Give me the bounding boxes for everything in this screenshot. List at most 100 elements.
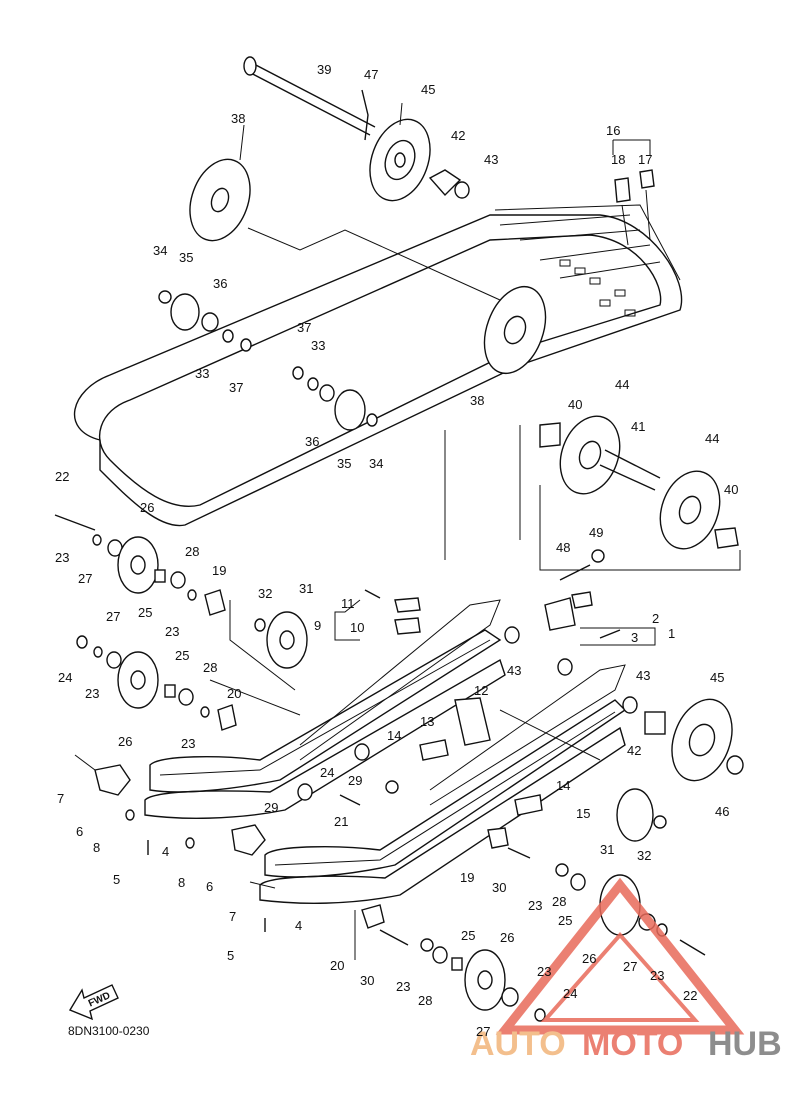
callout: 16	[606, 123, 620, 138]
callout: 25	[175, 648, 189, 663]
callout: 37	[229, 380, 243, 395]
callout: 22	[683, 988, 697, 1003]
callout: 26	[582, 951, 596, 966]
callout: 30	[360, 973, 374, 988]
callout: 14	[387, 728, 401, 743]
callout: 27	[106, 609, 120, 624]
callout: 26	[118, 734, 132, 749]
callout: 19	[460, 870, 474, 885]
callout: 27	[623, 959, 637, 974]
watermark-auto: AUTO	[470, 1025, 566, 1063]
callout: 11	[341, 596, 355, 611]
callout: 14	[556, 778, 570, 793]
callout: 17	[638, 152, 652, 167]
callout: 24	[58, 670, 72, 685]
callout: 33	[311, 338, 325, 353]
callout: 21	[334, 814, 348, 829]
lower-parts	[74, 549, 744, 1022]
callout: 43	[636, 668, 650, 683]
callout: 7	[57, 791, 64, 806]
callout: 48	[556, 540, 570, 555]
callout: 6	[206, 879, 213, 894]
callout: 19	[212, 563, 226, 578]
callout: 44	[705, 431, 719, 446]
callout: 34	[369, 456, 383, 471]
callout: 12	[474, 683, 488, 698]
callout: 23	[396, 979, 410, 994]
callout: 6	[76, 824, 83, 839]
track-belt	[73, 204, 683, 527]
callout: 9	[314, 618, 321, 633]
callout: 2	[652, 611, 659, 626]
slide-rails	[144, 599, 627, 960]
callout: 28	[418, 993, 432, 1008]
callout: 20	[330, 958, 344, 973]
rear-axle-assembly	[444, 415, 741, 571]
callout: 20	[227, 686, 241, 701]
callout: 23	[528, 898, 542, 913]
callout: 36	[213, 276, 227, 291]
callout: 23	[55, 550, 69, 565]
track-clips	[614, 169, 655, 246]
callout: 34	[153, 243, 167, 258]
callout: 45	[421, 82, 435, 97]
callout: 42	[451, 128, 465, 143]
watermark-moto: MOTO	[582, 1025, 683, 1063]
callout: 28	[552, 894, 566, 909]
callout: 25	[461, 928, 475, 943]
callout: 24	[563, 986, 577, 1001]
callout: 31	[299, 581, 313, 596]
callout: 30	[492, 880, 506, 895]
callout: 46	[715, 804, 729, 819]
callout: 38	[231, 111, 245, 126]
callout: 28	[185, 544, 199, 559]
callout: 47	[364, 67, 378, 82]
callout: 38	[470, 393, 484, 408]
upper-shaft-assembly	[189, 56, 547, 375]
callout: 28	[203, 660, 217, 675]
callout: 31	[600, 842, 614, 857]
callout: 7	[229, 909, 236, 924]
callout: 23	[165, 624, 179, 639]
callout: 10	[350, 620, 364, 635]
callout: 23	[537, 964, 551, 979]
callout: 29	[348, 773, 362, 788]
watermark-hub: HUB	[708, 1025, 782, 1063]
callout: 8	[178, 875, 185, 890]
callout: 45	[710, 670, 724, 685]
callout: 22	[55, 469, 69, 484]
callout: 4	[162, 844, 169, 859]
callout-labels: 39 47 45 38 42 43 16 18 17 34 35 36 33 3…	[55, 62, 738, 1039]
front-idlers	[54, 514, 308, 731]
fwd-arrow-icon: FWD	[68, 984, 119, 1021]
callout: 23	[85, 686, 99, 701]
callout: 27	[476, 1024, 490, 1039]
callout: 3	[631, 630, 638, 645]
callout: 29	[264, 800, 278, 815]
callout: 49	[589, 525, 603, 540]
callout: 44	[615, 377, 629, 392]
callout: 39	[317, 62, 331, 77]
callout: 36	[305, 434, 319, 449]
callout: 40	[724, 482, 738, 497]
callout: 43	[507, 663, 521, 678]
callout: 35	[337, 456, 351, 471]
callout: 41	[631, 419, 645, 434]
callout: 8	[93, 840, 100, 855]
callout: 26	[140, 500, 154, 515]
callout: 24	[320, 765, 334, 780]
callout: 13	[420, 714, 434, 729]
callout: 35	[179, 250, 193, 265]
leader-lines	[239, 102, 656, 646]
callout: 18	[611, 152, 625, 167]
callout: 42	[627, 743, 641, 758]
callout: 15	[576, 806, 590, 821]
callout: 32	[258, 586, 272, 601]
callout: 27	[78, 571, 92, 586]
callout: 37	[297, 320, 311, 335]
callout: 23	[650, 968, 664, 983]
callout: 25	[558, 913, 572, 928]
callout: 4	[295, 918, 302, 933]
callout: 5	[113, 872, 120, 887]
